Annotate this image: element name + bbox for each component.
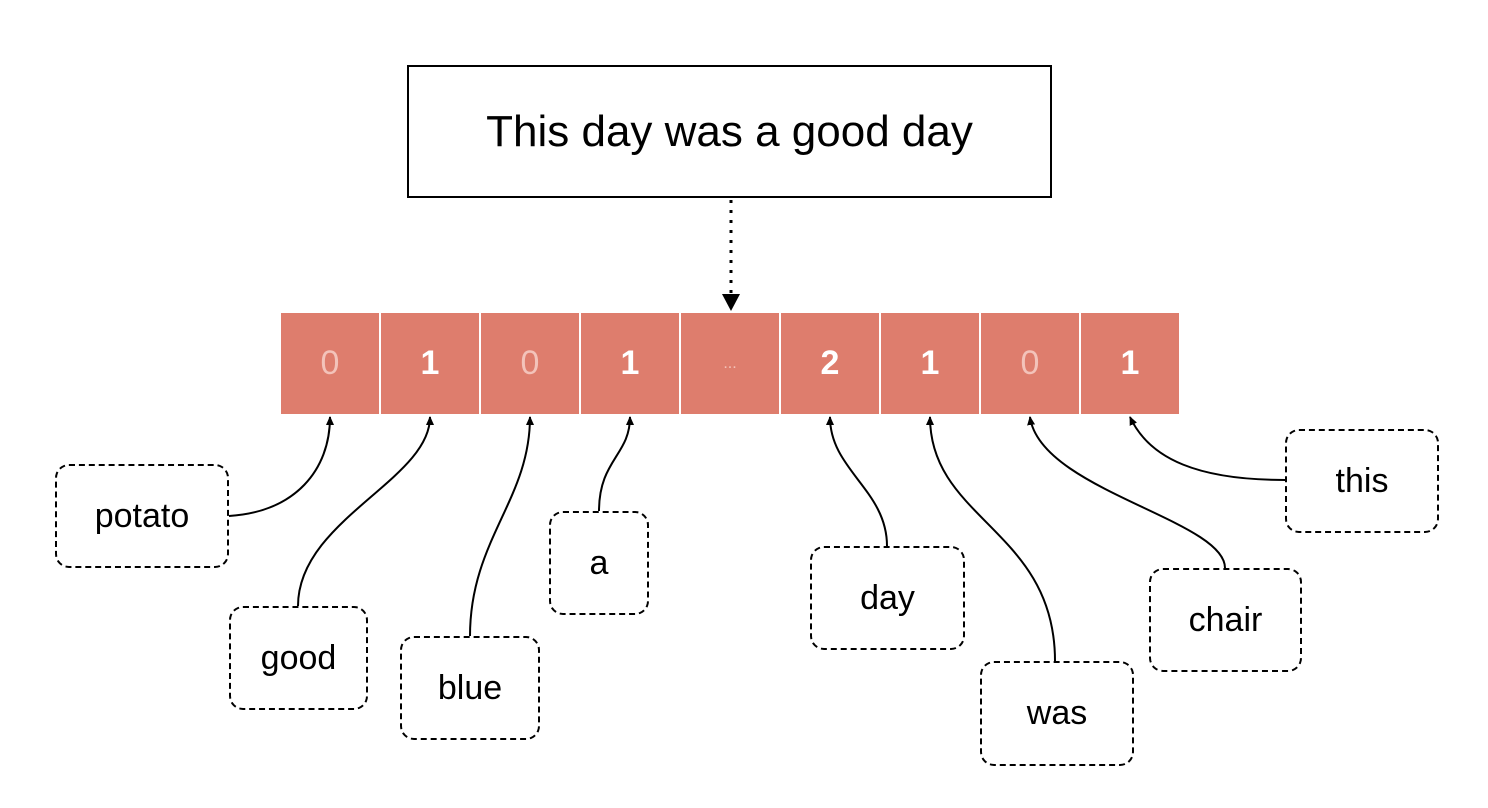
word-label: chair — [1188, 600, 1263, 639]
connector-chair — [1027, 416, 1226, 569]
connector-blue — [469, 416, 534, 637]
cell-value: 0 — [520, 344, 540, 382]
word-box-a: a — [549, 511, 649, 615]
sentence-box: This day was a good day — [407, 65, 1052, 198]
vector-cell-blue: 0 — [481, 313, 579, 414]
word-label: this — [1335, 461, 1389, 500]
word-label: was — [1026, 694, 1088, 732]
connector-potato — [228, 416, 334, 517]
word-label: blue — [437, 668, 503, 707]
cell-value: 0 — [1020, 344, 1040, 382]
connector-a — [598, 416, 634, 512]
vector-cell-ellipsis: ... — [681, 313, 779, 414]
word-label: potato — [94, 496, 190, 535]
word-box-potato: potato — [55, 464, 229, 568]
vector-cell-chair: 0 — [981, 313, 1079, 414]
connector-was — [926, 416, 1056, 662]
cell-value: 1 — [1120, 344, 1140, 382]
word-box-day: day — [810, 546, 965, 650]
cell-value: 1 — [920, 344, 940, 382]
word-label: a — [589, 543, 609, 582]
cell-value: ... — [723, 354, 737, 372]
word-box-good: good — [229, 606, 368, 710]
cell-value: 2 — [820, 344, 840, 382]
cell-value: 1 — [620, 344, 640, 382]
count-vector: 0 1 0 1 ... 2 1 0 1 — [281, 313, 1179, 414]
word-box-this: this — [1285, 429, 1439, 533]
vector-cell-a: 1 — [581, 313, 679, 414]
cell-value: 1 — [420, 344, 440, 382]
vector-cell-potato: 0 — [281, 313, 379, 414]
word-box-blue: blue — [400, 636, 540, 740]
vector-cell-was: 1 — [881, 313, 979, 414]
vector-cell-day: 2 — [781, 313, 879, 414]
connector-this — [1129, 416, 1286, 481]
connector-day — [826, 416, 888, 547]
word-box-chair: chair — [1149, 568, 1302, 672]
word-label: good — [260, 638, 337, 677]
cell-value: 0 — [320, 344, 340, 382]
word-box-was: was — [980, 661, 1134, 766]
word-label: day — [860, 578, 915, 617]
sentence-text: This day was a good day — [486, 106, 973, 156]
vector-cell-good: 1 — [381, 313, 479, 414]
connector-good — [297, 416, 434, 607]
vector-cell-this: 1 — [1081, 313, 1179, 414]
